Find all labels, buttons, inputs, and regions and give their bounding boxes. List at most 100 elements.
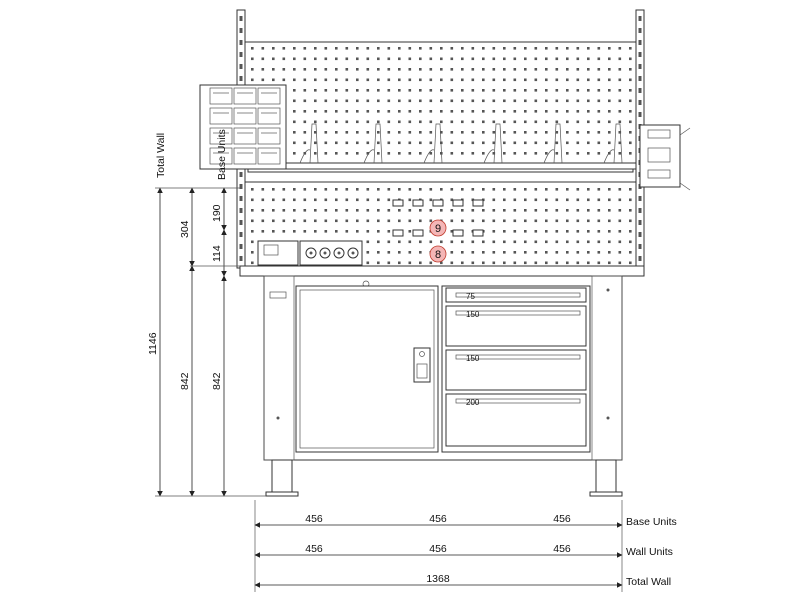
panel-hole	[534, 78, 538, 82]
base-units-row-label: Base Units	[626, 516, 677, 528]
panel-hole	[513, 47, 517, 50]
panel-hole	[303, 188, 307, 191]
panel-hole	[608, 188, 611, 191]
panel-hole	[377, 99, 380, 103]
panel-hole	[629, 78, 632, 82]
panel-hole	[513, 261, 517, 265]
panel-hole	[261, 47, 265, 50]
panel-hole	[608, 68, 611, 71]
panel-hole	[345, 89, 349, 92]
panel-hole	[492, 230, 496, 233]
panel-hole	[545, 141, 548, 145]
panel-hole	[282, 47, 286, 50]
panel-hole	[587, 209, 590, 212]
panel-hole	[398, 89, 401, 92]
panel-hole	[471, 261, 475, 265]
dim-total-height: 1146	[147, 332, 159, 355]
panel-hole	[408, 240, 412, 244]
storage-bin	[233, 147, 257, 165]
horizontal-dimensions: 456 456 456 Base Units 456 456 456 Wall …	[254, 500, 677, 592]
panel-hole	[387, 152, 391, 155]
panel-hole	[503, 240, 506, 244]
panel-hole	[293, 57, 296, 61]
panel-hole	[513, 188, 517, 191]
panel-hole	[282, 57, 286, 61]
panel-hole	[461, 131, 464, 134]
panel-hole	[576, 68, 580, 71]
panel-hole	[387, 219, 391, 223]
panel-hole	[345, 141, 349, 145]
panel-hole	[461, 78, 464, 82]
panel-hole	[524, 68, 527, 71]
dim-base-height-b: 842	[211, 372, 223, 390]
panel-hole	[524, 131, 527, 134]
upright-slot	[638, 40, 642, 45]
panel-hole	[387, 89, 391, 92]
panel-hole	[576, 209, 580, 212]
panel-hole	[545, 47, 548, 50]
panel-hole	[555, 78, 559, 82]
panel-hole	[408, 57, 412, 61]
panel-hole	[587, 251, 590, 254]
panel-hole	[282, 230, 286, 233]
panel-hole	[429, 141, 433, 145]
panel-hole	[566, 110, 569, 113]
panel-hole	[303, 78, 307, 82]
storage-bin	[257, 127, 281, 145]
panel-hole	[272, 209, 275, 212]
panel-hole	[419, 240, 422, 244]
panel-hole	[545, 240, 548, 244]
panel-hole	[387, 99, 391, 103]
panel-hole	[366, 141, 370, 145]
base-unit-width-2: 456	[429, 513, 447, 525]
panel-hole	[618, 209, 622, 212]
panel-hole	[429, 57, 433, 61]
panel-hole	[377, 152, 380, 155]
panel-hole	[387, 47, 391, 50]
panel-hole	[566, 219, 569, 223]
panel-hole	[513, 198, 517, 202]
shelf-divider	[553, 123, 563, 164]
upright-slot	[239, 244, 243, 249]
panel-hole	[345, 188, 349, 191]
panel-hole	[471, 209, 475, 212]
shelf-divider	[613, 123, 623, 164]
panel-hole	[272, 78, 275, 82]
panel-hole	[419, 99, 422, 103]
socket-pin	[323, 251, 327, 255]
panel-hole	[356, 219, 359, 223]
panel-hole	[272, 68, 275, 71]
panel-hole	[524, 152, 527, 155]
panel-hole	[387, 198, 391, 202]
panel-hole	[555, 240, 559, 244]
panel-hole	[345, 152, 349, 155]
panel-hole	[461, 209, 464, 212]
panel-hole	[293, 141, 296, 145]
panel-hole	[608, 57, 611, 61]
panel-hole	[482, 209, 485, 212]
panel-hole	[398, 251, 401, 254]
panel-hole	[450, 261, 454, 265]
panel-hole	[492, 89, 496, 92]
panel-hole	[503, 152, 506, 155]
panel-hole	[503, 120, 506, 124]
panel-hole	[618, 152, 622, 155]
panel-hole	[324, 120, 328, 124]
panel-hole	[587, 219, 590, 223]
panel-hole	[566, 141, 569, 145]
dim-base-height-a: 842	[179, 372, 191, 390]
panel-hole	[440, 78, 443, 82]
panel-hole	[524, 188, 527, 191]
panel-hole	[597, 78, 601, 82]
panel-hole	[482, 110, 485, 113]
upright-slot	[638, 220, 642, 225]
panel-hole	[608, 198, 611, 202]
panel-hole	[482, 68, 485, 71]
panel-hole	[524, 89, 527, 92]
panel-hole	[450, 78, 454, 82]
panel-hole	[524, 261, 527, 265]
panel-hole	[272, 57, 275, 61]
panel-hole	[450, 110, 454, 113]
panel-hole	[587, 141, 590, 145]
panel-hole	[597, 110, 601, 113]
